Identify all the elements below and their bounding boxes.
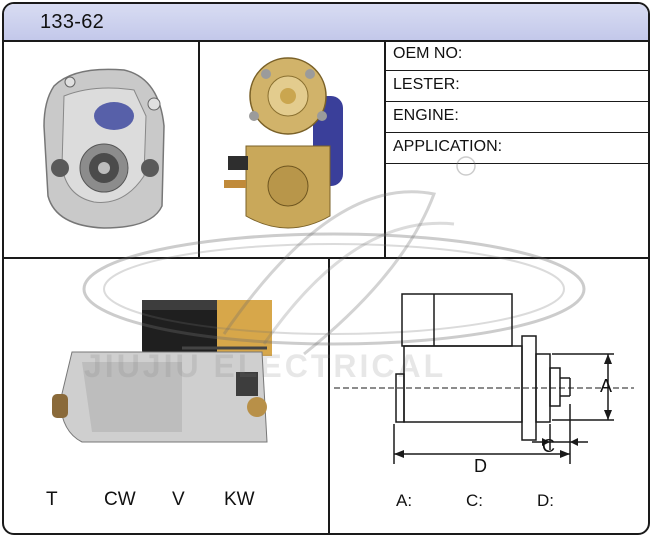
spec-row-engine: ENGINE: [386, 102, 648, 133]
dimension-drawing: A C D [334, 293, 634, 476]
divider [4, 257, 648, 259]
engine-label: ENGINE: [393, 107, 459, 124]
rotation-cw-label: CW [104, 489, 136, 510]
spec-row-lester: LESTER: [386, 71, 648, 102]
header-bar: 133-62 [4, 4, 648, 42]
divider [198, 40, 200, 258]
spec-row-application: APPLICATION: [386, 133, 648, 164]
oem-no-label: OEM NO: [393, 45, 463, 62]
starter-front-view-image [43, 68, 165, 229]
divider [328, 257, 330, 533]
rotation-t-label: T [46, 489, 58, 510]
watermark-text: JIUJIU ELECTRICAL [84, 348, 447, 384]
lester-label: LESTER: [393, 76, 460, 93]
starter-side-view-image [52, 300, 272, 443]
rotation-v-label: V [172, 489, 185, 510]
part-number: 133-62 [40, 11, 105, 33]
dimension-c-field: C: [466, 491, 483, 510]
application-label: APPLICATION: [393, 138, 503, 155]
spec-row-oem: OEM NO: [386, 40, 648, 71]
rotation-kw-label: KW [224, 489, 255, 510]
starter-top-view-image [224, 57, 343, 229]
divider [384, 40, 386, 258]
dimension-a-label: A [600, 376, 612, 396]
dimension-d-field: D: [537, 491, 554, 510]
dimension-a-field: A: [396, 491, 413, 510]
dimension-d-label: D [474, 456, 487, 476]
dimension-c-label: C [542, 436, 555, 456]
